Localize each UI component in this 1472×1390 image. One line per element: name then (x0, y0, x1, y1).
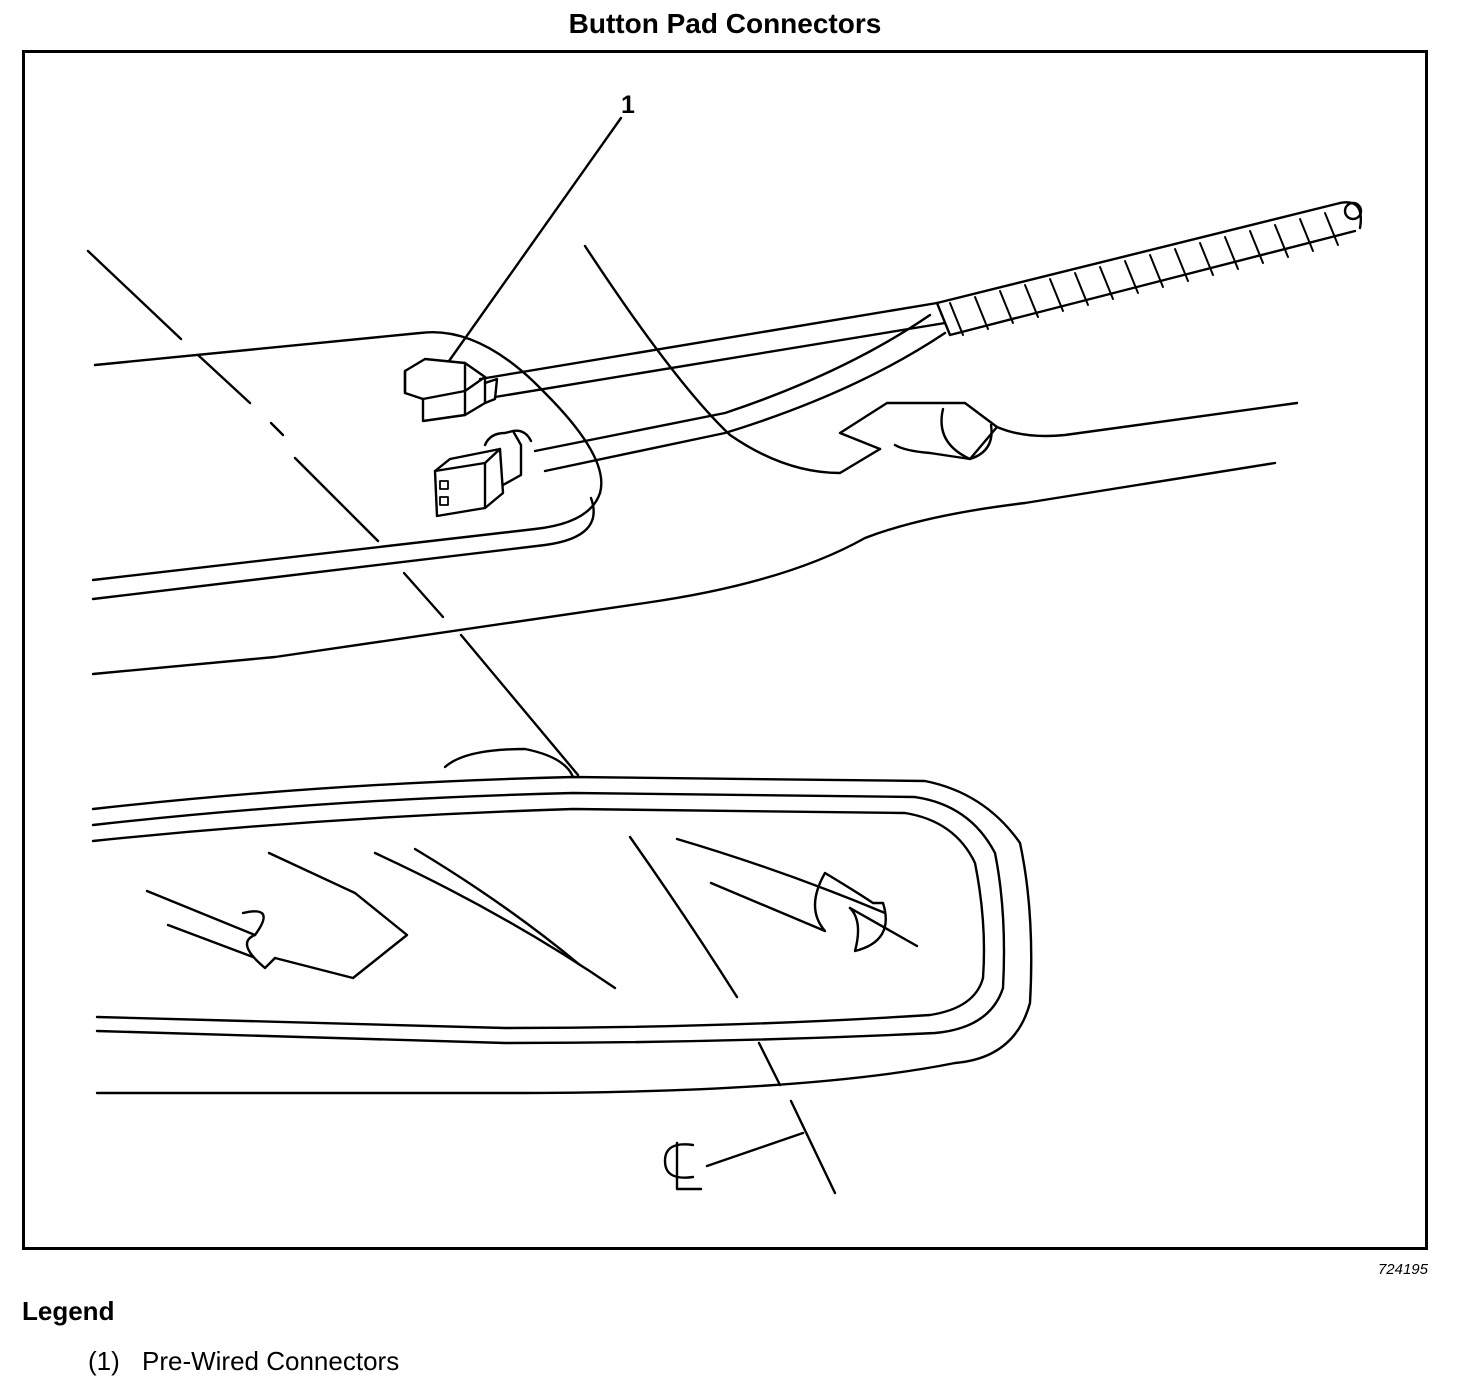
centerline-lower (705, 1041, 837, 1195)
pre-wired-connector-lower (433, 429, 533, 518)
callout-leader-line (447, 116, 623, 363)
legend-item: (1) Pre-Wired Connectors (88, 1346, 399, 1377)
figure-id: 724195 (1377, 1261, 1428, 1278)
button-pad-drawing: 1 (86, 91, 1363, 1195)
centerline-symbol (663, 1141, 703, 1191)
legend-heading: Legend (22, 1296, 115, 1326)
diagram-frame: 1 (22, 50, 1428, 1250)
rear-view-mirror (91, 747, 1033, 1095)
headliner-panel (91, 244, 1299, 676)
callout-number: 1 (621, 91, 635, 119)
legend-item-number: (1) (88, 1346, 120, 1376)
wiring-harness (478, 201, 1363, 473)
centerline-dashed (86, 249, 580, 777)
figure-title: Button Pad Connectors (568, 8, 882, 39)
pre-wired-connector-upper (403, 357, 499, 423)
legend-item-label: Pre-Wired Connectors (142, 1346, 400, 1376)
